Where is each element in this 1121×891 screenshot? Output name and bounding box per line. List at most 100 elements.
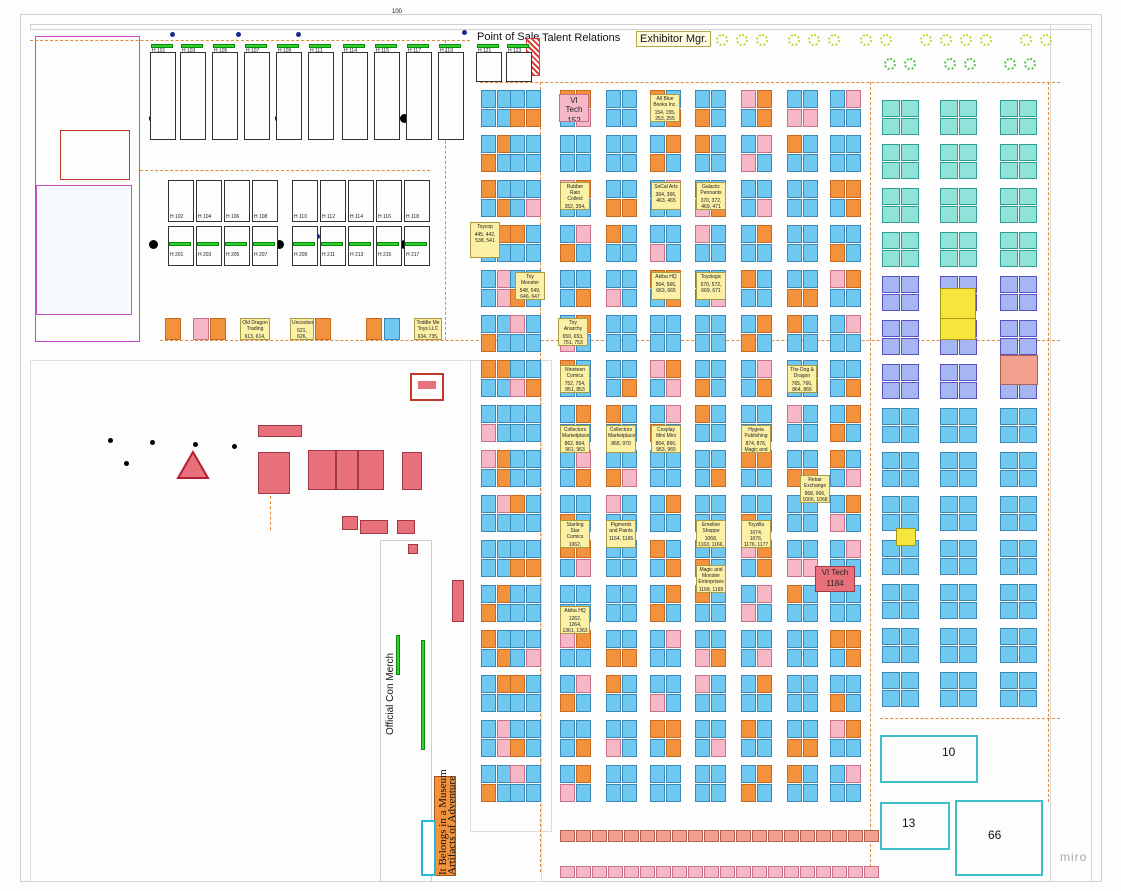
booth[interactable] — [940, 672, 958, 689]
booth[interactable] — [650, 739, 665, 757]
booth[interactable] — [526, 694, 541, 712]
booth[interactable] — [882, 602, 900, 619]
booth[interactable] — [650, 315, 665, 333]
booth[interactable] — [741, 585, 756, 603]
booth[interactable] — [830, 360, 845, 378]
booth[interactable] — [787, 720, 802, 738]
booth[interactable] — [959, 250, 977, 267]
booth[interactable] — [481, 514, 496, 532]
booth[interactable] — [402, 452, 422, 490]
booth[interactable] — [622, 315, 637, 333]
booth[interactable] — [830, 109, 845, 127]
booth[interactable] — [560, 225, 575, 243]
booth[interactable] — [882, 144, 900, 161]
booth[interactable] — [481, 784, 496, 802]
booth[interactable] — [1019, 514, 1037, 531]
booth[interactable] — [622, 135, 637, 153]
booth[interactable] — [622, 559, 637, 577]
booth[interactable] — [711, 424, 726, 442]
booth[interactable] — [741, 315, 756, 333]
booth[interactable] — [510, 540, 525, 558]
booth[interactable] — [940, 188, 958, 205]
booth[interactable] — [959, 628, 977, 645]
booth[interactable] — [882, 628, 900, 645]
booth[interactable] — [576, 694, 591, 712]
booth[interactable] — [606, 334, 621, 352]
booth[interactable] — [526, 630, 541, 648]
booth[interactable] — [650, 334, 665, 352]
booth[interactable] — [576, 765, 591, 783]
booth[interactable] — [481, 424, 496, 442]
booth[interactable] — [576, 135, 591, 153]
booth[interactable] — [959, 540, 977, 557]
booth[interactable] — [526, 109, 541, 127]
booth[interactable] — [481, 360, 496, 378]
booth[interactable] — [959, 514, 977, 531]
booth[interactable] — [606, 765, 621, 783]
booth[interactable] — [711, 109, 726, 127]
booth[interactable] — [959, 408, 977, 425]
booth[interactable] — [624, 866, 639, 878]
booth[interactable] — [757, 585, 772, 603]
booth[interactable] — [510, 739, 525, 757]
booth[interactable] — [592, 866, 607, 878]
booth[interactable] — [695, 469, 710, 487]
booth[interactable] — [650, 765, 665, 783]
booth[interactable] — [803, 675, 818, 693]
booth[interactable] — [901, 162, 919, 179]
booth[interactable] — [526, 405, 541, 423]
booth[interactable] — [481, 694, 496, 712]
booth[interactable] — [592, 830, 607, 842]
booth[interactable] — [1000, 338, 1018, 355]
booth[interactable] — [864, 830, 879, 842]
booth[interactable] — [882, 452, 900, 469]
booth[interactable] — [1019, 602, 1037, 619]
booth[interactable] — [526, 154, 541, 172]
booth[interactable] — [481, 109, 496, 127]
booth[interactable] — [695, 244, 710, 262]
booth[interactable] — [606, 649, 621, 667]
booth[interactable] — [711, 630, 726, 648]
booth[interactable] — [704, 830, 719, 842]
booth[interactable] — [846, 109, 861, 127]
booth[interactable] — [959, 496, 977, 513]
booth[interactable] — [846, 450, 861, 468]
booth[interactable] — [510, 630, 525, 648]
booth[interactable] — [481, 720, 496, 738]
booth[interactable] — [1019, 250, 1037, 267]
booth[interactable] — [882, 540, 900, 557]
booth[interactable] — [560, 720, 575, 738]
booth[interactable] — [741, 630, 756, 648]
booth[interactable] — [510, 109, 525, 127]
booth[interactable] — [741, 739, 756, 757]
booth[interactable] — [695, 649, 710, 667]
booth[interactable] — [622, 154, 637, 172]
booth[interactable] — [397, 520, 415, 534]
booth[interactable] — [622, 109, 637, 127]
booth[interactable] — [1019, 646, 1037, 663]
booth[interactable] — [650, 360, 665, 378]
booth[interactable] — [666, 720, 681, 738]
booth[interactable] — [901, 382, 919, 399]
booth[interactable] — [901, 250, 919, 267]
booth[interactable] — [846, 90, 861, 108]
booth[interactable] — [741, 765, 756, 783]
booth[interactable] — [846, 649, 861, 667]
booth[interactable] — [803, 649, 818, 667]
booth[interactable] — [757, 469, 772, 487]
booth[interactable] — [695, 109, 710, 127]
booth[interactable] — [757, 90, 772, 108]
booth[interactable] — [846, 180, 861, 198]
booth[interactable] — [741, 469, 756, 487]
booth[interactable] — [741, 199, 756, 217]
booth[interactable] — [1000, 232, 1018, 249]
booth[interactable] — [576, 270, 591, 288]
booth[interactable] — [882, 206, 900, 223]
booth[interactable] — [787, 225, 802, 243]
booth[interactable] — [757, 495, 772, 513]
booth[interactable] — [650, 469, 665, 487]
